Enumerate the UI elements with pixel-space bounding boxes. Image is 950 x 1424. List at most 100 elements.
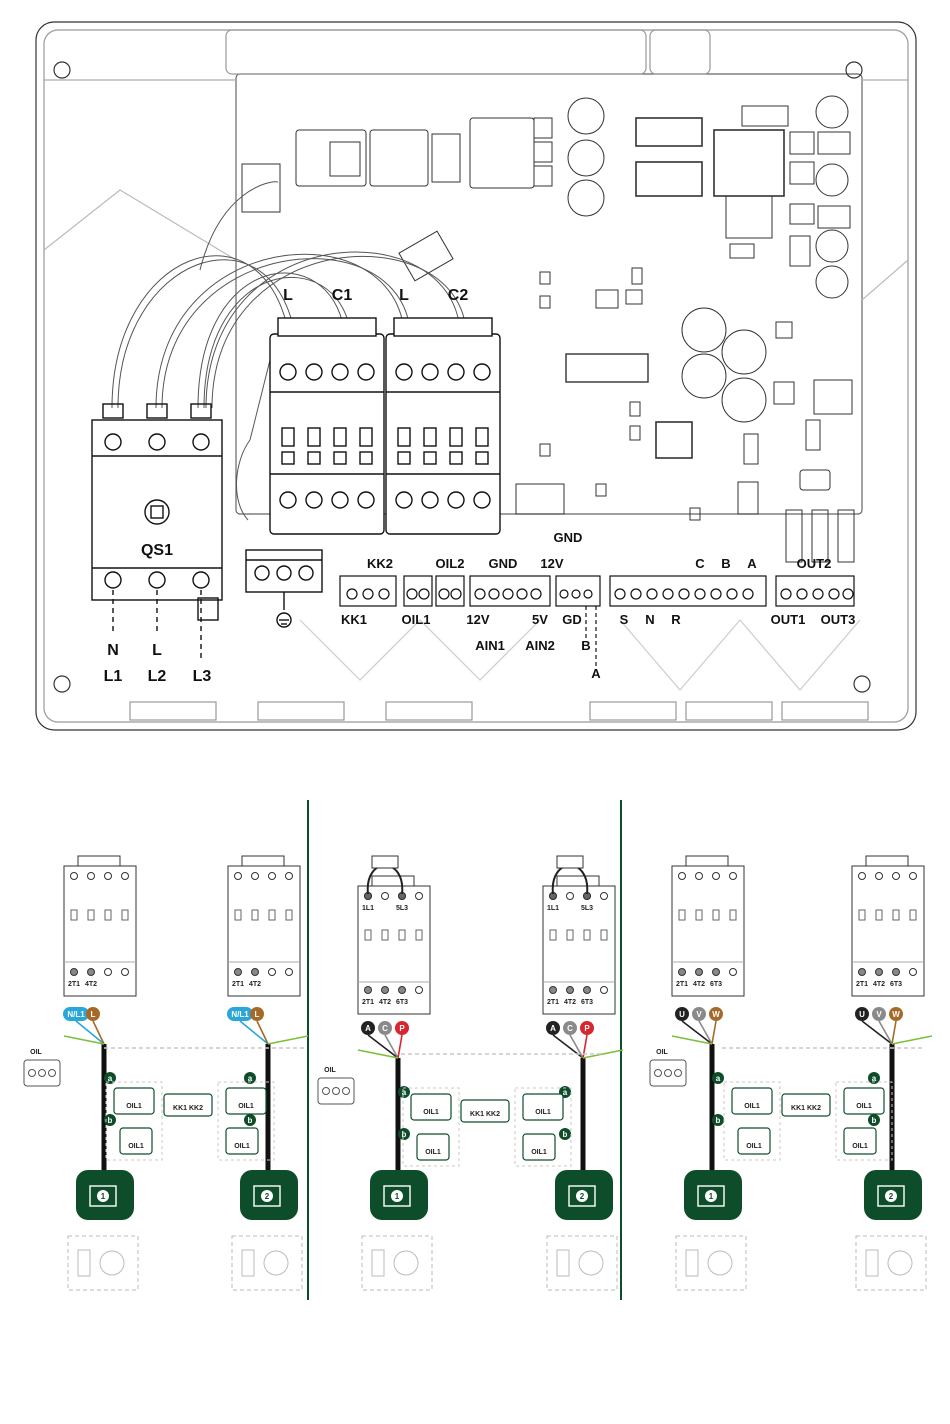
oil-box-terminal: [28, 1069, 36, 1077]
contactor-bottom-screw: [909, 968, 917, 976]
right-junction-frame: [835, 1081, 893, 1161]
oil-label: OIL: [30, 1049, 42, 1056]
contactor-contact: [70, 909, 78, 921]
marker-b: [868, 1114, 880, 1126]
earth-lead: [63, 1035, 105, 1045]
wire-badge: [709, 1007, 723, 1021]
wire-lead: [367, 1034, 399, 1059]
marker-b: [712, 1114, 724, 1126]
motor-number: 2: [265, 1192, 270, 1201]
oil1-terminal-left-a-label: OIL1: [126, 1103, 142, 1110]
oil1-terminal-left-b-label: OIL1: [128, 1143, 144, 1150]
wire-badge: [395, 1021, 409, 1035]
contactor-top-screw: [712, 872, 720, 880]
contactor-top-screw: [234, 872, 242, 880]
wire-badge: [580, 1021, 594, 1035]
wire-badge: [361, 1021, 375, 1035]
b-low-label: B: [581, 638, 590, 653]
12v-top-label: 12V: [540, 556, 563, 571]
breaker-qs1: [91, 403, 223, 660]
sensor-gauge-icon: [393, 1250, 419, 1276]
contactor-term-label: 4T2: [873, 981, 885, 988]
contactor-contact: [729, 909, 737, 921]
wire-badge: [63, 1007, 89, 1021]
earth-lead: [267, 1035, 309, 1045]
wire-badge-label: U: [859, 1010, 865, 1019]
supply-l3-label: L3: [193, 668, 212, 685]
earth-lead: [891, 1035, 933, 1045]
sensor-box: [855, 1235, 927, 1291]
gd-label: GD: [562, 612, 582, 627]
sensor-icon: [371, 1249, 385, 1277]
wire-lead: [256, 1020, 269, 1045]
oil1-terminal-left-a-label: OIL1: [744, 1103, 760, 1110]
oil-label: OIL: [324, 1067, 336, 1074]
oil-box-terminal: [322, 1087, 330, 1095]
contactor-top-screw: [70, 872, 78, 880]
contactor-bottom-screw: [549, 986, 557, 994]
supply-n-label: N: [107, 642, 119, 659]
kk-terminal: [163, 1093, 213, 1117]
contactor-top-screw: [285, 872, 293, 880]
contactor-top-screw: [892, 872, 900, 880]
b-label: B: [721, 556, 730, 571]
gnd-label: GND: [489, 556, 518, 571]
terminal-labels: KK2 KK1 OIL2 OIL1 GND 12V GND 12V 5V AIN…: [341, 530, 855, 681]
contactor-term-label: 2T1: [362, 999, 374, 1006]
wire-badge: [250, 1007, 264, 1021]
marker-a: [244, 1072, 256, 1084]
oil-label: OIL: [656, 1049, 668, 1056]
wire-badge-label: C: [567, 1024, 573, 1033]
contactor-top-term-label: 5L3: [581, 905, 593, 912]
top-boss-right: [649, 29, 711, 75]
wire-lead: [569, 1034, 584, 1059]
wire-badge-label: V: [876, 1010, 882, 1019]
contactor-contact: [251, 909, 259, 921]
contactor-contact: [892, 909, 900, 921]
motor-body-icon: [697, 1185, 725, 1207]
supply-l1-label: L1: [104, 668, 123, 685]
earth-lead: [671, 1035, 713, 1045]
oil-box-terminal: [664, 1069, 672, 1077]
motor-number-circle: [705, 1190, 717, 1202]
sensor-gauge-icon: [578, 1250, 604, 1276]
contactor-contact: [285, 909, 293, 921]
motor-number-circle: [261, 1190, 273, 1202]
marker-b-label: b: [248, 1116, 253, 1125]
marker-b-label: b: [872, 1116, 877, 1125]
marker-b-label: b: [108, 1116, 113, 1125]
contactor-top-screw: [729, 872, 737, 880]
contactor-contact: [268, 909, 276, 921]
sensor-box: [67, 1235, 139, 1291]
contactor-top-screw: [566, 892, 574, 900]
marker-a: [712, 1072, 724, 1084]
contactor-contact: [875, 909, 883, 921]
wire-lead: [384, 1034, 399, 1059]
oil-box-terminal: [342, 1087, 350, 1095]
contactor-contact: [104, 909, 112, 921]
contactor1-c-label: C1: [332, 287, 353, 304]
marker-b: [559, 1128, 571, 1140]
wire-badge: [889, 1007, 903, 1021]
contactor-top-term-label: 1L1: [362, 905, 374, 912]
marker-a-label: a: [402, 1088, 407, 1097]
contactor-bottom-screw: [268, 968, 276, 976]
wire-lead: [239, 1020, 269, 1045]
oil1-terminal-right-b: [522, 1133, 556, 1161]
sensor-icon: [556, 1249, 570, 1277]
oil1-terminal-right-a-label: OIL1: [238, 1103, 254, 1110]
contactor-term-label: 4T2: [379, 999, 391, 1006]
contactor-bottom-screw: [875, 968, 883, 976]
motor-body-icon: [253, 1185, 281, 1207]
supply-l-label: L: [152, 642, 162, 659]
c-label: C: [695, 556, 705, 571]
contactor-bottom-screw: [104, 968, 112, 976]
wire-badge: [86, 1007, 100, 1021]
contactor-term-label: 4T2: [564, 999, 576, 1006]
breaker-label: QS1: [141, 542, 173, 559]
contactor-bottom-screw: [415, 986, 423, 994]
contactor-contact: [583, 929, 591, 941]
contactor-term-label: 2T1: [232, 981, 244, 988]
oil1-label: OIL1: [402, 612, 431, 627]
enclosure-outline: [35, 21, 917, 731]
